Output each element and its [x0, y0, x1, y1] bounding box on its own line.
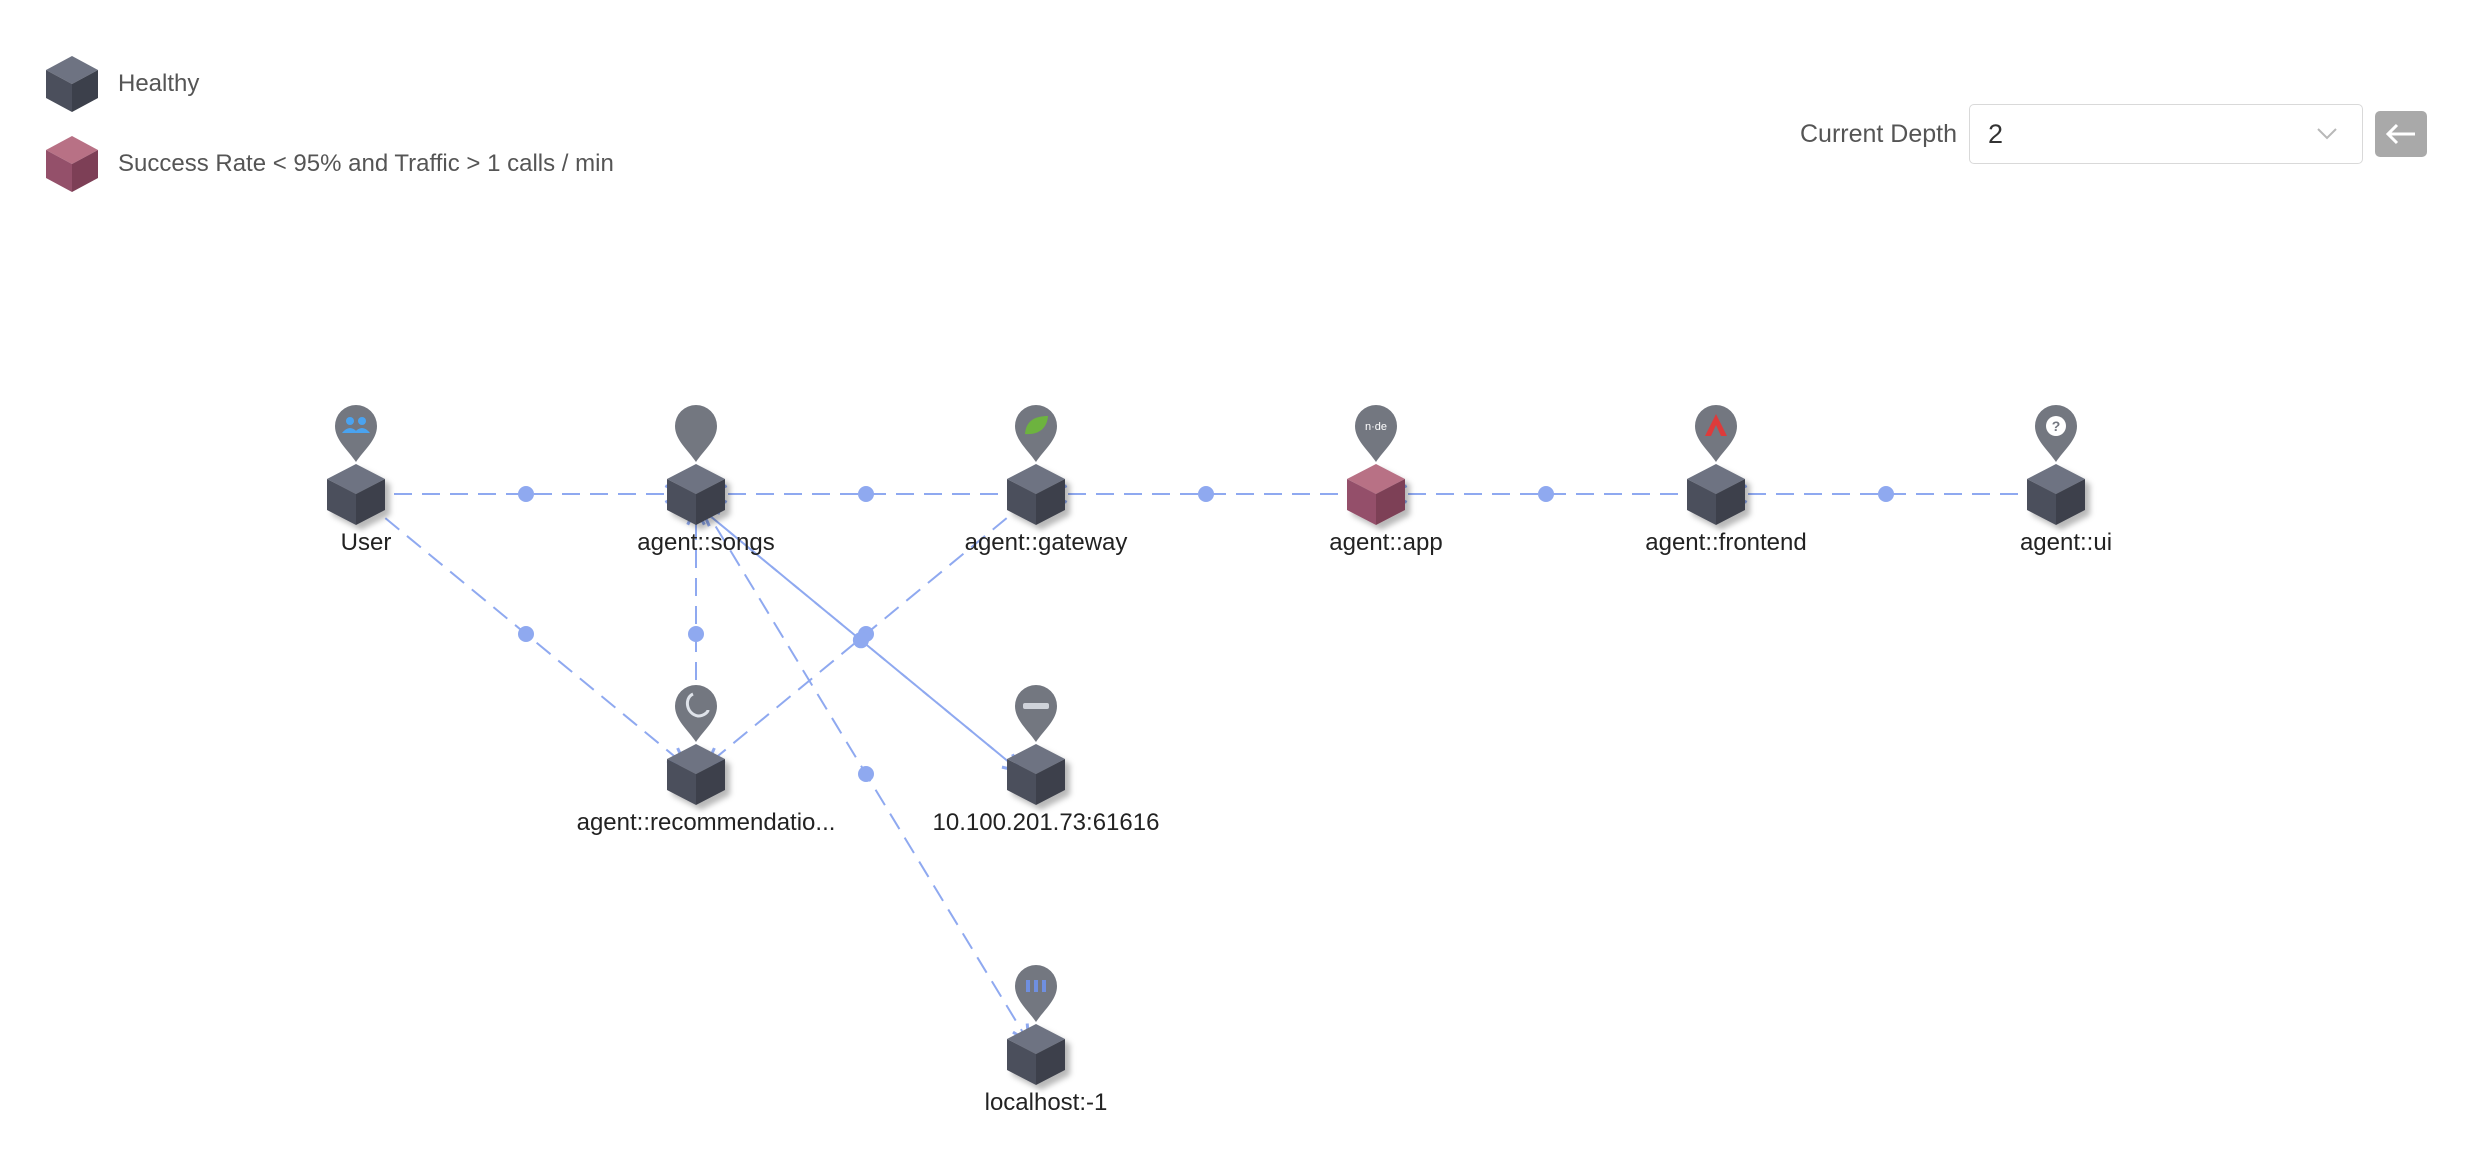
legend: Healthy Success Rate < 95% and Traffic >… — [44, 52, 614, 212]
edge-midpoint[interactable] — [1538, 486, 1554, 502]
unhealthy-cube-icon — [46, 136, 98, 192]
node-frontend[interactable]: agent::frontend — [1645, 405, 1807, 556]
node-user[interactable]: User — [327, 405, 391, 556]
service-unhealthy-icon[interactable] — [1347, 464, 1405, 525]
legend-healthy-label: Healthy — [118, 70, 200, 97]
h2-database-icon — [1026, 980, 1046, 992]
node-recommendation[interactable]: agent::recommendatio... — [577, 685, 836, 836]
service-healthy-icon[interactable] — [667, 744, 725, 805]
service-healthy-icon[interactable] — [1687, 464, 1745, 525]
node-layer: User agent::songs agent::gateway n·deagent:… — [327, 405, 2112, 1116]
depth-select-value: 2 — [1988, 118, 2004, 149]
node-label: agent::gateway — [965, 529, 1128, 556]
node-pin[interactable] — [1015, 965, 1057, 1022]
edge-midpoint[interactable] — [852, 632, 869, 649]
edge-midpoint[interactable] — [688, 626, 704, 642]
back-button[interactable] — [2375, 111, 2428, 157]
node-pin[interactable] — [1355, 405, 1397, 462]
edge-gateway-to-songs[interactable] — [710, 486, 1026, 502]
angular-icon — [1705, 414, 1727, 436]
service-healthy-icon[interactable] — [667, 464, 725, 525]
node-pin[interactable] — [1015, 405, 1057, 462]
legend-item-unhealthy: Success Rate < 95% and Traffic > 1 calls… — [44, 132, 614, 196]
users-icon — [342, 417, 370, 433]
edge-user-to-recommendation[interactable] — [363, 499, 685, 765]
legend-unhealthy-label: Success Rate < 95% and Traffic > 1 calls… — [118, 150, 614, 177]
edge-ui-to-frontend[interactable] — [1730, 486, 2046, 502]
service-healthy-icon[interactable] — [2027, 464, 2085, 525]
python-icon — [685, 692, 710, 718]
svg-text:?: ? — [2052, 418, 2061, 434]
node-ui[interactable]: ?agent::ui — [2020, 405, 2112, 556]
legend-item-healthy: Healthy — [44, 52, 614, 116]
edge-midpoint[interactable] — [1198, 486, 1214, 502]
edge-user-to-songs[interactable] — [366, 486, 682, 502]
depth-label: Current Depth — [1800, 119, 1958, 148]
node-activemq[interactable]: 10.100.201.73:61616 — [933, 685, 1160, 836]
question-mark-icon: ? — [2046, 416, 2066, 436]
node-pin[interactable] — [675, 405, 717, 462]
healthy-cube-icon — [46, 56, 98, 112]
activemq-icon — [1023, 703, 1049, 709]
depth-control: Current Depth 2 — [1800, 104, 2428, 164]
service-healthy-icon[interactable] — [327, 464, 385, 525]
node-label: agent::frontend — [1645, 529, 1806, 556]
node-songs[interactable]: agent::songs — [637, 405, 775, 556]
edge-midpoint[interactable] — [858, 486, 874, 502]
node-gateway[interactable]: agent::gateway — [965, 405, 1128, 556]
spring-leaf-icon — [1025, 416, 1048, 435]
node-label: localhost:-1 — [985, 1089, 1108, 1116]
node-localhost[interactable]: localhost:-1 — [985, 965, 1108, 1116]
chevron-down-icon — [2317, 128, 2337, 140]
edge-layer — [363, 486, 2046, 1042]
service-healthy-icon[interactable] — [1007, 744, 1065, 805]
edge-app-to-gateway[interactable] — [1050, 486, 1366, 502]
edge-midpoint[interactable] — [1878, 486, 1894, 502]
edge-activemq-to-songs[interactable] — [702, 509, 1024, 775]
service-healthy-icon[interactable] — [1007, 464, 1065, 525]
nodejs-icon: n·de — [1365, 421, 1387, 433]
edge-frontend-to-app[interactable] — [1390, 486, 1706, 502]
node-label: agent::songs — [637, 529, 774, 556]
edge-midpoint[interactable] — [858, 766, 874, 782]
svg-text:n·de: n·de — [1365, 421, 1387, 433]
node-label: 10.100.201.73:61616 — [933, 809, 1160, 836]
node-label: User — [341, 529, 392, 556]
node-label: agent::app — [1329, 529, 1442, 556]
node-label: agent::recommendatio... — [577, 809, 836, 836]
node-pin[interactable] — [335, 405, 377, 462]
node-pin[interactable] — [1695, 405, 1737, 462]
node-pin[interactable] — [1015, 685, 1057, 742]
service-healthy-icon[interactable] — [1007, 1024, 1065, 1085]
depth-select[interactable]: 2 — [1969, 104, 2364, 164]
edge-midpoint[interactable] — [518, 626, 534, 642]
edge-midpoint[interactable] — [518, 486, 534, 502]
arrow-left-icon — [2385, 123, 2416, 145]
node-label: agent::ui — [2020, 529, 2112, 556]
node-pin[interactable] — [675, 685, 717, 742]
edge-songs-to-localhost[interactable] — [700, 502, 1029, 1042]
